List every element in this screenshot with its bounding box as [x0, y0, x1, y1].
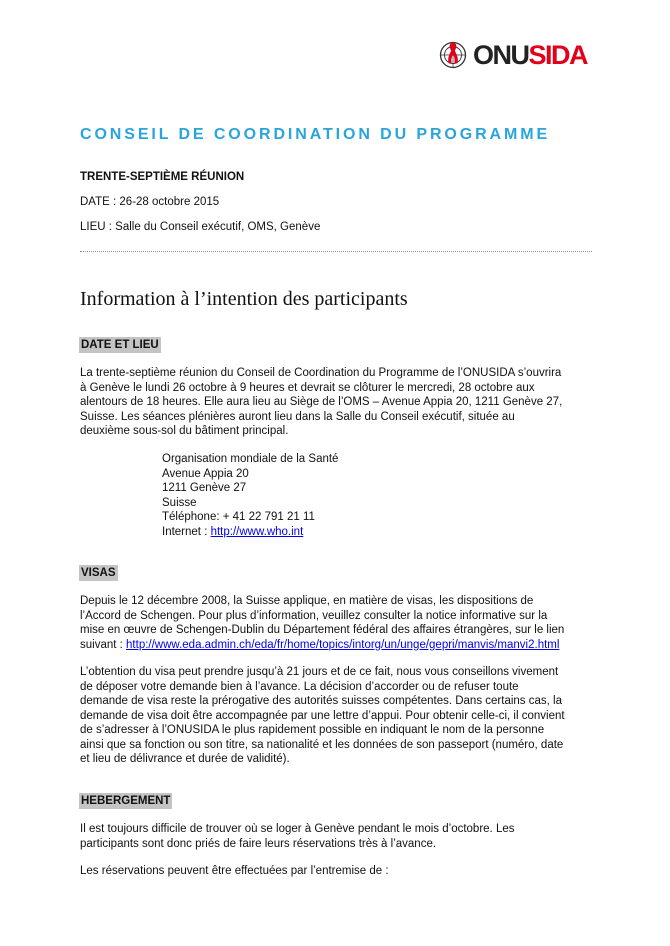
text-line: demande de visa doit être accompagnée pa… — [80, 709, 565, 722]
section-heading-hebergement: HEBERGEMENT — [79, 793, 173, 809]
paragraph-date-lieu: La trente-septième réunion du Conseil de… — [80, 366, 600, 439]
who-address: Organisation mondiale de la Santé Avenue… — [162, 452, 338, 539]
meeting-date: DATE : 26-28 octobre 2015 — [80, 196, 220, 208]
address-line: Avenue Appia 20 — [162, 467, 249, 480]
text-line: deuxième sous-sol du bâtiment principal. — [80, 425, 289, 437]
text-line: La trente-septième réunion du Conseil de… — [80, 367, 562, 379]
text-line: Il est toujours difficile de trouver où … — [80, 823, 515, 835]
address-internet-line: Internet : http://www.who.int — [162, 525, 338, 540]
council-title: CONSEIL DE COORDINATION DU PROGRAMME — [80, 126, 551, 143]
section-heading-visas: VISAS — [79, 565, 118, 581]
unaids-logo: ONUSIDA — [437, 40, 637, 70]
text-line: et lieu de délivrance et durée de validi… — [80, 753, 290, 765]
meeting-title: TRENTE-SEPTIÈME RÉUNION — [80, 171, 245, 183]
section-heading-date-lieu: DATE ET LIEU — [79, 337, 161, 353]
text-line: ainsi que sa fonction ou son titre, sa n… — [80, 738, 564, 751]
text-line: de déposer votre demande bien à l’avance… — [80, 680, 519, 693]
text-line: participants sont donc priés de faire le… — [80, 837, 437, 850]
dotted-divider — [80, 251, 592, 252]
text-line: Suisse. Les séances plénières auront lie… — [80, 410, 515, 423]
link-prefix: suivant : — [80, 638, 127, 651]
text-line: suivant : http://www.eda.admin.ch/eda/fr… — [80, 638, 600, 653]
paragraph-reservations: Les réservations peuvent être effectuées… — [80, 864, 600, 879]
paragraph-hebergement: Il est toujours difficile de trouver où … — [80, 822, 600, 851]
text-line: l’Accord de Schengen. Pour plus d’inform… — [80, 609, 548, 622]
logo-wordmark: ONUSIDA — [473, 40, 589, 70]
address-line: 1211 Genève 27 — [162, 482, 247, 494]
text-line: L’obtention du visa peut prendre jusqu’à… — [80, 666, 559, 678]
text-line: alentours de 18 heures. Elle aura lieu a… — [80, 396, 563, 408]
text-line: demande de visa reste la prérogative des… — [80, 695, 562, 707]
text-line: Depuis le 12 décembre 2008, la Suisse ap… — [80, 595, 534, 607]
text-line: Les réservations peuvent être effectuées… — [80, 865, 389, 877]
meeting-venue: LIEU : Salle du Conseil exécutif, OMS, G… — [80, 221, 321, 233]
who-website-link[interactable]: http://www.who.int — [210, 525, 304, 538]
paragraph-visas-details: L’obtention du visa peut prendre jusqu’à… — [80, 665, 600, 767]
text-line: mise en œuvre de Schengen-Dublin du Dépa… — [80, 624, 565, 636]
address-line: Suisse — [162, 496, 197, 509]
internet-label: Internet : — [162, 525, 211, 538]
text-line: de s’adresser à l’ONUSIDA le plus rapide… — [80, 724, 545, 736]
text-line: à Genève le lundi 26 octobre à 9 heures … — [80, 381, 535, 394]
paragraph-visas-intro: Depuis le 12 décembre 2008, la Suisse ap… — [80, 594, 600, 652]
page-title: Information à l’intention des participan… — [80, 288, 408, 310]
address-line: Organisation mondiale de la Santé — [162, 453, 339, 465]
address-line: Téléphone: + 41 22 791 21 11 — [162, 511, 315, 523]
eda-visa-link[interactable]: http://www.eda.admin.ch/eda/fr/home/topi… — [126, 638, 560, 651]
un-emblem-icon — [439, 41, 467, 69]
